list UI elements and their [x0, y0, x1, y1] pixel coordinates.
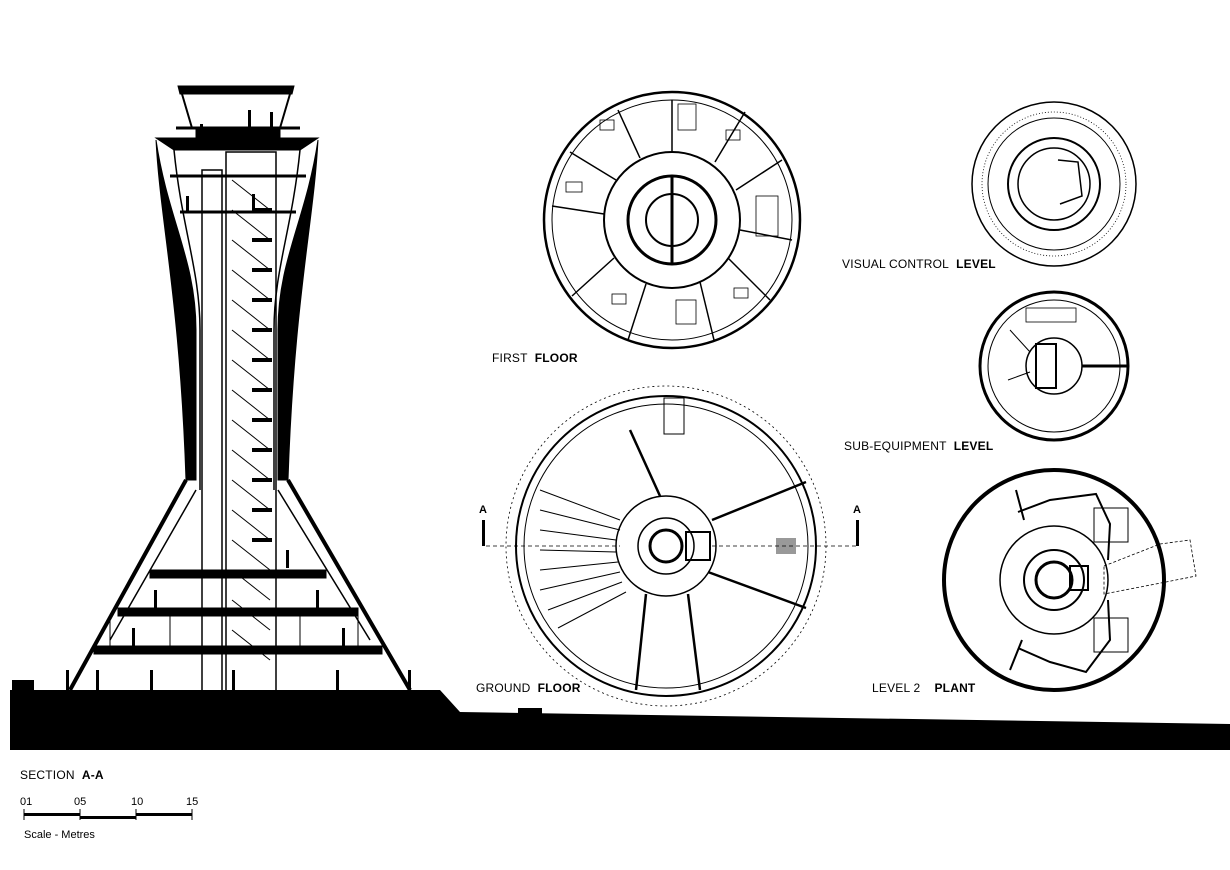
ground-floor-label: GROUND FLOOR: [476, 681, 581, 695]
tower-section: [12, 85, 542, 720]
section-mark-left: A: [479, 504, 487, 516]
first-floor-plan: [542, 90, 802, 350]
ground-floor-plan: [482, 385, 859, 707]
level2-plant-label: LEVEL 2 PLANT: [872, 681, 976, 695]
sub-equipment-label: SUB-EQUIPMENT LEVEL: [844, 439, 994, 453]
first-floor-label: FIRST FLOOR: [492, 351, 578, 365]
level2-plant-plan: [942, 468, 1197, 692]
scale-tick-0: 01: [20, 796, 33, 808]
ground-line: [10, 690, 1230, 750]
scale-tick-3: 15: [186, 796, 199, 808]
visual-control-label: VISUAL CONTROL LEVEL: [842, 257, 996, 271]
visual-control-plan: [971, 101, 1137, 267]
scale-bar: [23, 809, 193, 820]
scale-tick-2: 10: [131, 796, 144, 808]
section-label: SECTION A-A: [20, 768, 104, 782]
scale-caption: Scale - Metres: [24, 829, 95, 841]
scale-tick-1: 05: [74, 796, 87, 808]
sub-equipment-plan: [978, 290, 1130, 442]
section-mark-right: A: [853, 504, 861, 516]
